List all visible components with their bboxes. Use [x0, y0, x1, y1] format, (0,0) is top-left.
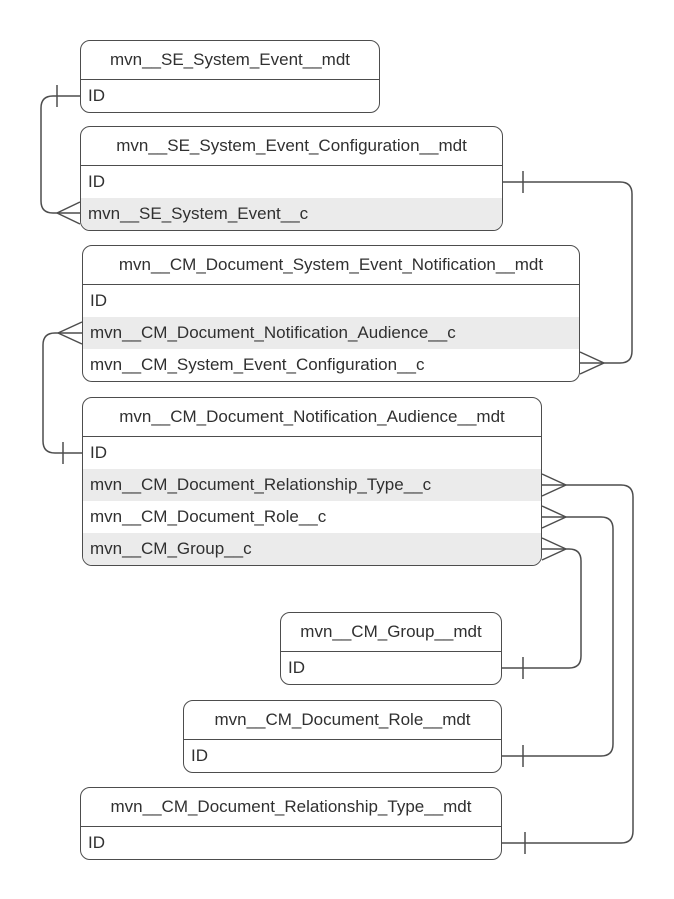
crow-foot-icon: [541, 505, 567, 529]
entity-se-system-event-configuration[interactable]: mvn__SE_System_Event_Configuration__mdt …: [80, 126, 503, 231]
entity-field: ID: [88, 172, 105, 191]
entity-field: ID: [88, 833, 105, 852]
entity-cm-document-role[interactable]: mvn__CM_Document_Role__mdt ID: [183, 700, 502, 773]
entity-cm-document-relationship-type[interactable]: mvn__CM_Document_Relationship_Type__mdt …: [80, 787, 502, 860]
entity-title: mvn__SE_System_Event_Configuration__mdt: [81, 127, 502, 166]
entity-field: ID: [90, 291, 107, 310]
crow-foot-icon: [56, 201, 81, 225]
entity-field: ID: [88, 86, 105, 105]
entity-title: mvn__SE_System_Event__mdt: [81, 41, 379, 80]
entity-cm-document-notification-audience[interactable]: mvn__CM_Document_Notification_Audience__…: [82, 397, 542, 566]
relationship-se-event-to-se-event-config: [40, 85, 81, 225]
entity-title: mvn__CM_Document_System_Event_Notificati…: [83, 246, 579, 285]
crow-foot-icon: [541, 537, 567, 561]
entity-title: mvn__CM_Document_Relationship_Type__mdt: [81, 788, 501, 827]
entity-field: mvn__SE_System_Event__c: [81, 198, 502, 230]
entity-cm-group[interactable]: mvn__CM_Group__mdt ID: [280, 612, 502, 685]
entity-se-system-event[interactable]: mvn__SE_System_Event__mdt ID: [80, 40, 380, 113]
relationship-line: [42, 332, 82, 454]
entity-field: mvn__CM_Document_Notification_Audience__…: [83, 317, 579, 349]
relationship-line: [502, 548, 582, 669]
crow-foot-icon: [57, 321, 83, 345]
entity-field: ID: [90, 443, 107, 462]
entity-field: mvn__CM_Document_Role__c: [90, 507, 327, 526]
relationship-line: [40, 95, 80, 214]
entity-field: ID: [288, 658, 305, 677]
crow-foot-icon: [541, 473, 567, 497]
entity-cm-document-system-event-notification[interactable]: mvn__CM_Document_System_Event_Notificati…: [82, 245, 580, 382]
entity-field: ID: [191, 746, 208, 765]
entity-title: mvn__CM_Group__mdt: [281, 613, 501, 652]
entity-field: mvn__CM_Document_Relationship_Type__c: [83, 469, 541, 501]
entity-title: mvn__CM_Document_Notification_Audience__…: [83, 398, 541, 437]
relationship-audience-to-notification: [42, 321, 83, 464]
entity-field: mvn__CM_System_Event_Configuration__c: [90, 355, 425, 374]
crow-foot-icon: [579, 351, 605, 375]
entity-field: mvn__CM_Group__c: [83, 533, 541, 565]
entity-title: mvn__CM_Document_Role__mdt: [184, 701, 501, 740]
